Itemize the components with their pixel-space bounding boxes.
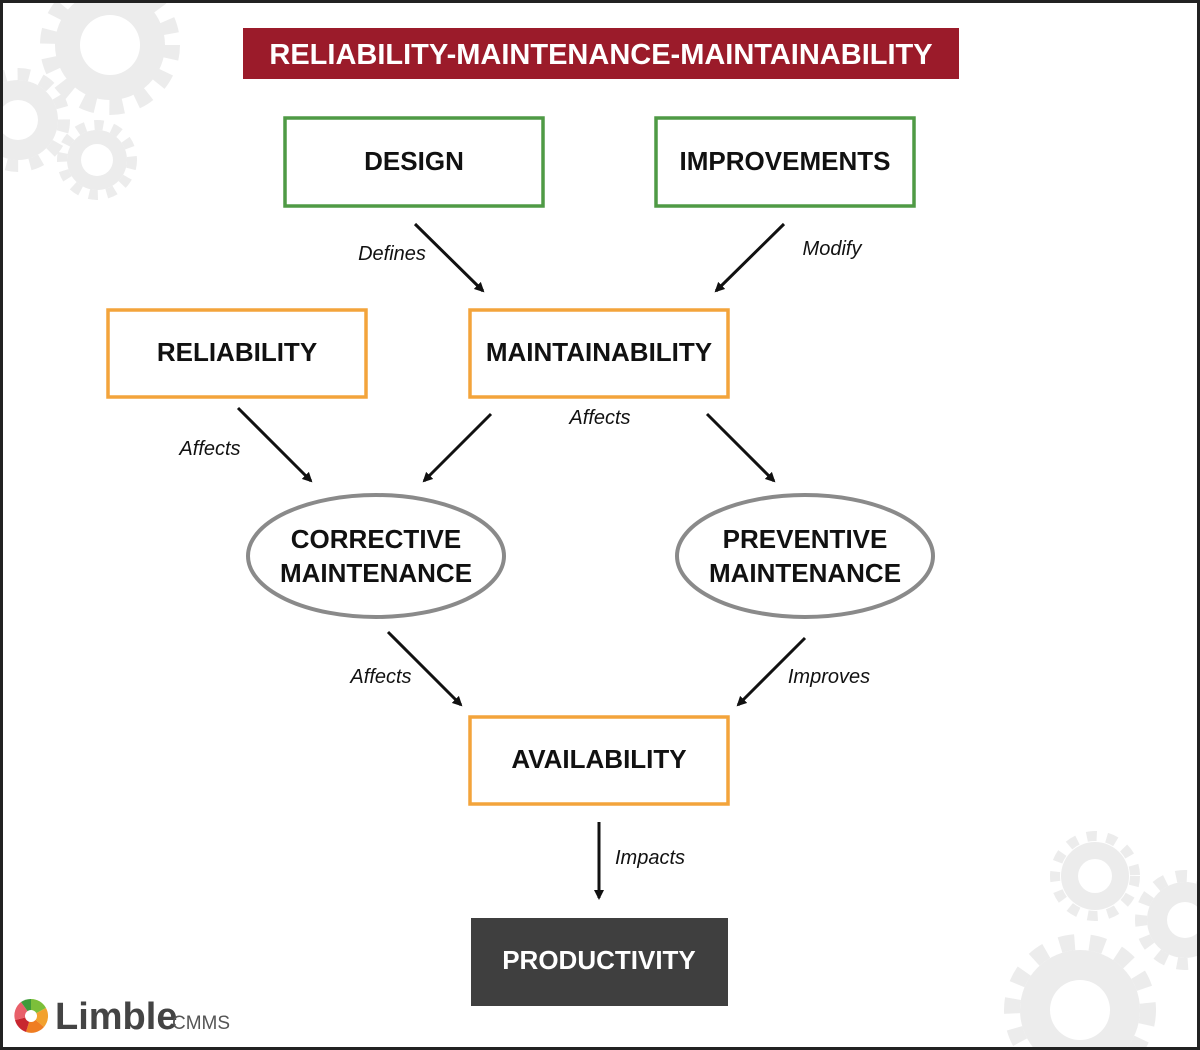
gear-icon — [40, 3, 180, 115]
svg-text:CMMS: CMMS — [172, 1013, 230, 1034]
node-maintainability: MAINTAINABILITY — [468, 308, 730, 399]
edge-label-maintainability-affects: Affects — [568, 407, 630, 429]
edge-label-defines: Defines — [358, 243, 426, 265]
node-preventive-maintenance: PREVENTIVE MAINTENANCE — [675, 493, 935, 619]
edge-label-improves: Improves — [788, 666, 870, 688]
node-improvements: IMPROVEMENTS — [654, 116, 916, 208]
arrow-improvements-to-maintainability — [714, 222, 786, 293]
arrow-design-to-maintainability — [413, 222, 485, 293]
svg-text:DESIGN: DESIGN — [364, 146, 464, 176]
svg-text:PRODUCTIVITY: PRODUCTIVITY — [502, 945, 696, 975]
svg-text:Limble: Limble — [55, 996, 177, 1038]
gear-icon — [3, 68, 70, 172]
svg-text:RELIABILITY: RELIABILITY — [157, 337, 317, 367]
edge-label-modify: Modify — [803, 238, 863, 260]
svg-text:MAINTAINABILITY: MAINTAINABILITY — [486, 337, 712, 367]
svg-text:RELIABILITY-MAINTENANCE-MAINTA: RELIABILITY-MAINTENANCE-MAINTAINABILITY — [269, 39, 932, 71]
gear-icon — [1004, 934, 1156, 1047]
edge-label-impacts: Impacts — [615, 847, 685, 869]
diagram-title: RELIABILITY-MAINTENANCE-MAINTAINABILITY — [243, 28, 959, 79]
svg-text:MAINTENANCE: MAINTENANCE — [709, 558, 901, 588]
node-design: DESIGN — [283, 116, 545, 208]
svg-text:IMPROVEMENTS: IMPROVEMENTS — [680, 146, 891, 176]
arrow-reliability-to-corrective — [236, 406, 313, 483]
arrow-preventive-to-availability — [736, 636, 807, 707]
svg-text:CORRECTIVE: CORRECTIVE — [291, 524, 461, 554]
arrow-maintainability-to-preventive — [705, 412, 776, 483]
arrow-corrective-to-availability — [386, 630, 463, 707]
node-corrective-maintenance: CORRECTIVE MAINTENANCE — [246, 493, 506, 619]
gear-icon — [1135, 870, 1197, 970]
arrow-maintainability-to-corrective — [422, 412, 493, 483]
gear-icon — [57, 120, 137, 200]
limble-gear-icon — [14, 998, 49, 1033]
edge-label-reliability-affects: Affects — [178, 438, 240, 460]
svg-text:MAINTENANCE: MAINTENANCE — [280, 558, 472, 588]
svg-text:AVAILABILITY: AVAILABILITY — [511, 744, 686, 774]
edge-label-corrective-affects: Affects — [349, 666, 411, 688]
node-reliability: RELIABILITY — [106, 308, 368, 399]
node-availability: AVAILABILITY — [468, 715, 730, 806]
gear-icon — [1050, 831, 1140, 921]
svg-text:PREVENTIVE: PREVENTIVE — [723, 524, 888, 554]
limble-logo: Limble CMMS — [14, 996, 230, 1038]
node-productivity: PRODUCTIVITY — [471, 918, 728, 1006]
